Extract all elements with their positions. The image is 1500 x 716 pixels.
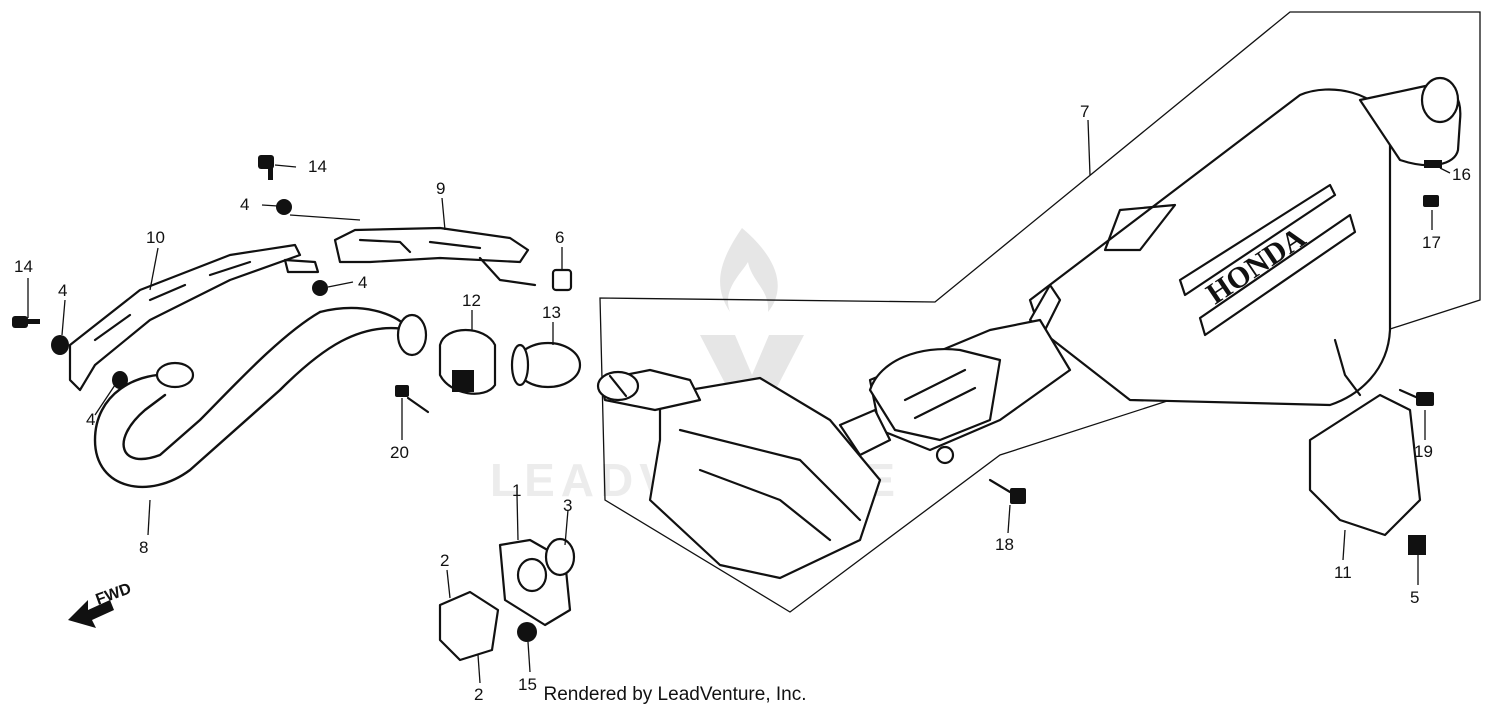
part-number-14-left: 14 xyxy=(14,257,33,276)
exhaust-pipe xyxy=(93,306,428,489)
part-number-4-left: 4 xyxy=(58,281,67,300)
heat-guard-upper xyxy=(333,226,537,287)
part-number-3: 3 xyxy=(563,496,572,515)
part-number-18: 18 xyxy=(995,535,1014,554)
part-number-6: 6 xyxy=(555,228,564,247)
part-number-16: 16 xyxy=(1452,165,1471,184)
part-number-7: 7 xyxy=(1080,102,1089,121)
leader-lines xyxy=(27,119,1451,684)
forward-direction-arrow: FWD xyxy=(68,580,134,628)
part-number-13: 13 xyxy=(542,303,561,322)
part-number-14-top: 14 xyxy=(308,157,327,176)
assembly-outline xyxy=(599,11,1481,613)
footer-credit: Rendered by LeadVenture, Inc. xyxy=(0,684,1500,706)
part-number-10: 10 xyxy=(146,228,165,247)
part-number-12: 12 xyxy=(462,291,481,310)
part-number-4-center: 4 xyxy=(358,273,367,292)
heat-guard-lower xyxy=(68,243,320,392)
muffler-front-section xyxy=(838,318,1072,465)
part-number-19: 19 xyxy=(1414,442,1433,461)
hardware xyxy=(12,155,1442,662)
lower-muffler-shell xyxy=(596,368,882,580)
part-number-20: 20 xyxy=(390,443,409,462)
muffler-body: HONDA xyxy=(1028,76,1462,407)
part-number-17: 17 xyxy=(1422,233,1441,252)
part-number-1: 1 xyxy=(512,481,521,500)
part-number-11: 11 xyxy=(1334,563,1352,582)
part-number-8: 8 xyxy=(139,538,148,557)
part-number-5: 5 xyxy=(1410,588,1419,607)
watermark-logo xyxy=(700,228,804,420)
fwd-label: FWD xyxy=(94,580,134,608)
part-number-2-bottom: 2 xyxy=(474,685,483,704)
part-number-9: 9 xyxy=(436,179,445,198)
part-number-15: 15 xyxy=(518,675,537,694)
part-number-4-top: 4 xyxy=(240,195,249,214)
credit-text: Rendered by LeadVenture, Inc. xyxy=(543,684,807,705)
part-number-2-top: 2 xyxy=(440,551,449,570)
part-labels: 7 16 17 14 9 4 10 6 14 4 4 12 13 4 20 19… xyxy=(14,102,1471,704)
part-number-4-bottom: 4 xyxy=(86,410,95,429)
